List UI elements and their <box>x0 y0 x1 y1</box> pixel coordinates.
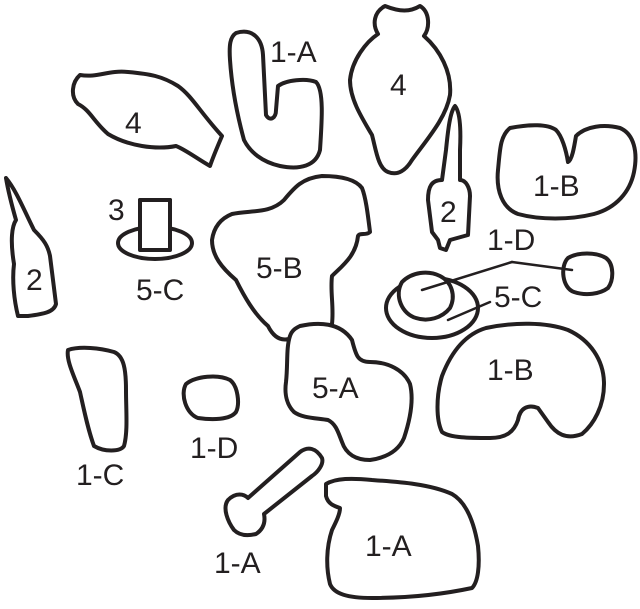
piece-1a-big <box>324 476 481 600</box>
piece-1a-bar <box>223 446 325 538</box>
label-1c: 1-C <box>76 459 124 492</box>
piece-4-bird <box>71 69 224 168</box>
label-4-bird: 4 <box>125 107 142 140</box>
label-1a-top: 1-A <box>270 36 317 69</box>
label-1d-left: 1-D <box>190 432 238 465</box>
piece-1b-lower <box>435 321 606 440</box>
piece-1c <box>65 345 129 453</box>
label-2-left: 2 <box>26 264 43 297</box>
piece-1a-hook <box>227 29 324 170</box>
label-1d-right: 1-D <box>487 224 535 257</box>
label-1a-bottom-left: 1-A <box>214 547 261 580</box>
piece-1d-right <box>561 251 615 297</box>
label-5c-right: 5-C <box>494 281 542 314</box>
piece-1b-top <box>495 123 638 221</box>
piece-1d-left <box>181 374 240 422</box>
label-2-mid: 2 <box>440 196 457 229</box>
label-1b-top: 1-B <box>533 170 580 203</box>
piece-2-mid <box>426 104 472 252</box>
piece-5a <box>283 321 414 462</box>
piece-1d-inner <box>396 270 455 322</box>
label-5a: 5-A <box>312 372 359 405</box>
piece-5b <box>210 174 372 342</box>
label-1a-bottom-big: 1-A <box>365 530 412 563</box>
leader-line-1d-b <box>510 260 574 272</box>
leader-line-1d-a <box>420 260 514 292</box>
piece-2-left <box>4 176 58 318</box>
label-5b: 5-B <box>256 252 303 285</box>
label-4-vase: 4 <box>390 69 407 102</box>
label-5c-left: 5-C <box>136 274 184 307</box>
label-3: 3 <box>108 194 125 227</box>
piece-3-block-front <box>138 198 172 252</box>
piece-4-vase <box>348 4 453 176</box>
label-1b-lower: 1-B <box>487 354 534 387</box>
leader-line-5c <box>446 300 492 322</box>
